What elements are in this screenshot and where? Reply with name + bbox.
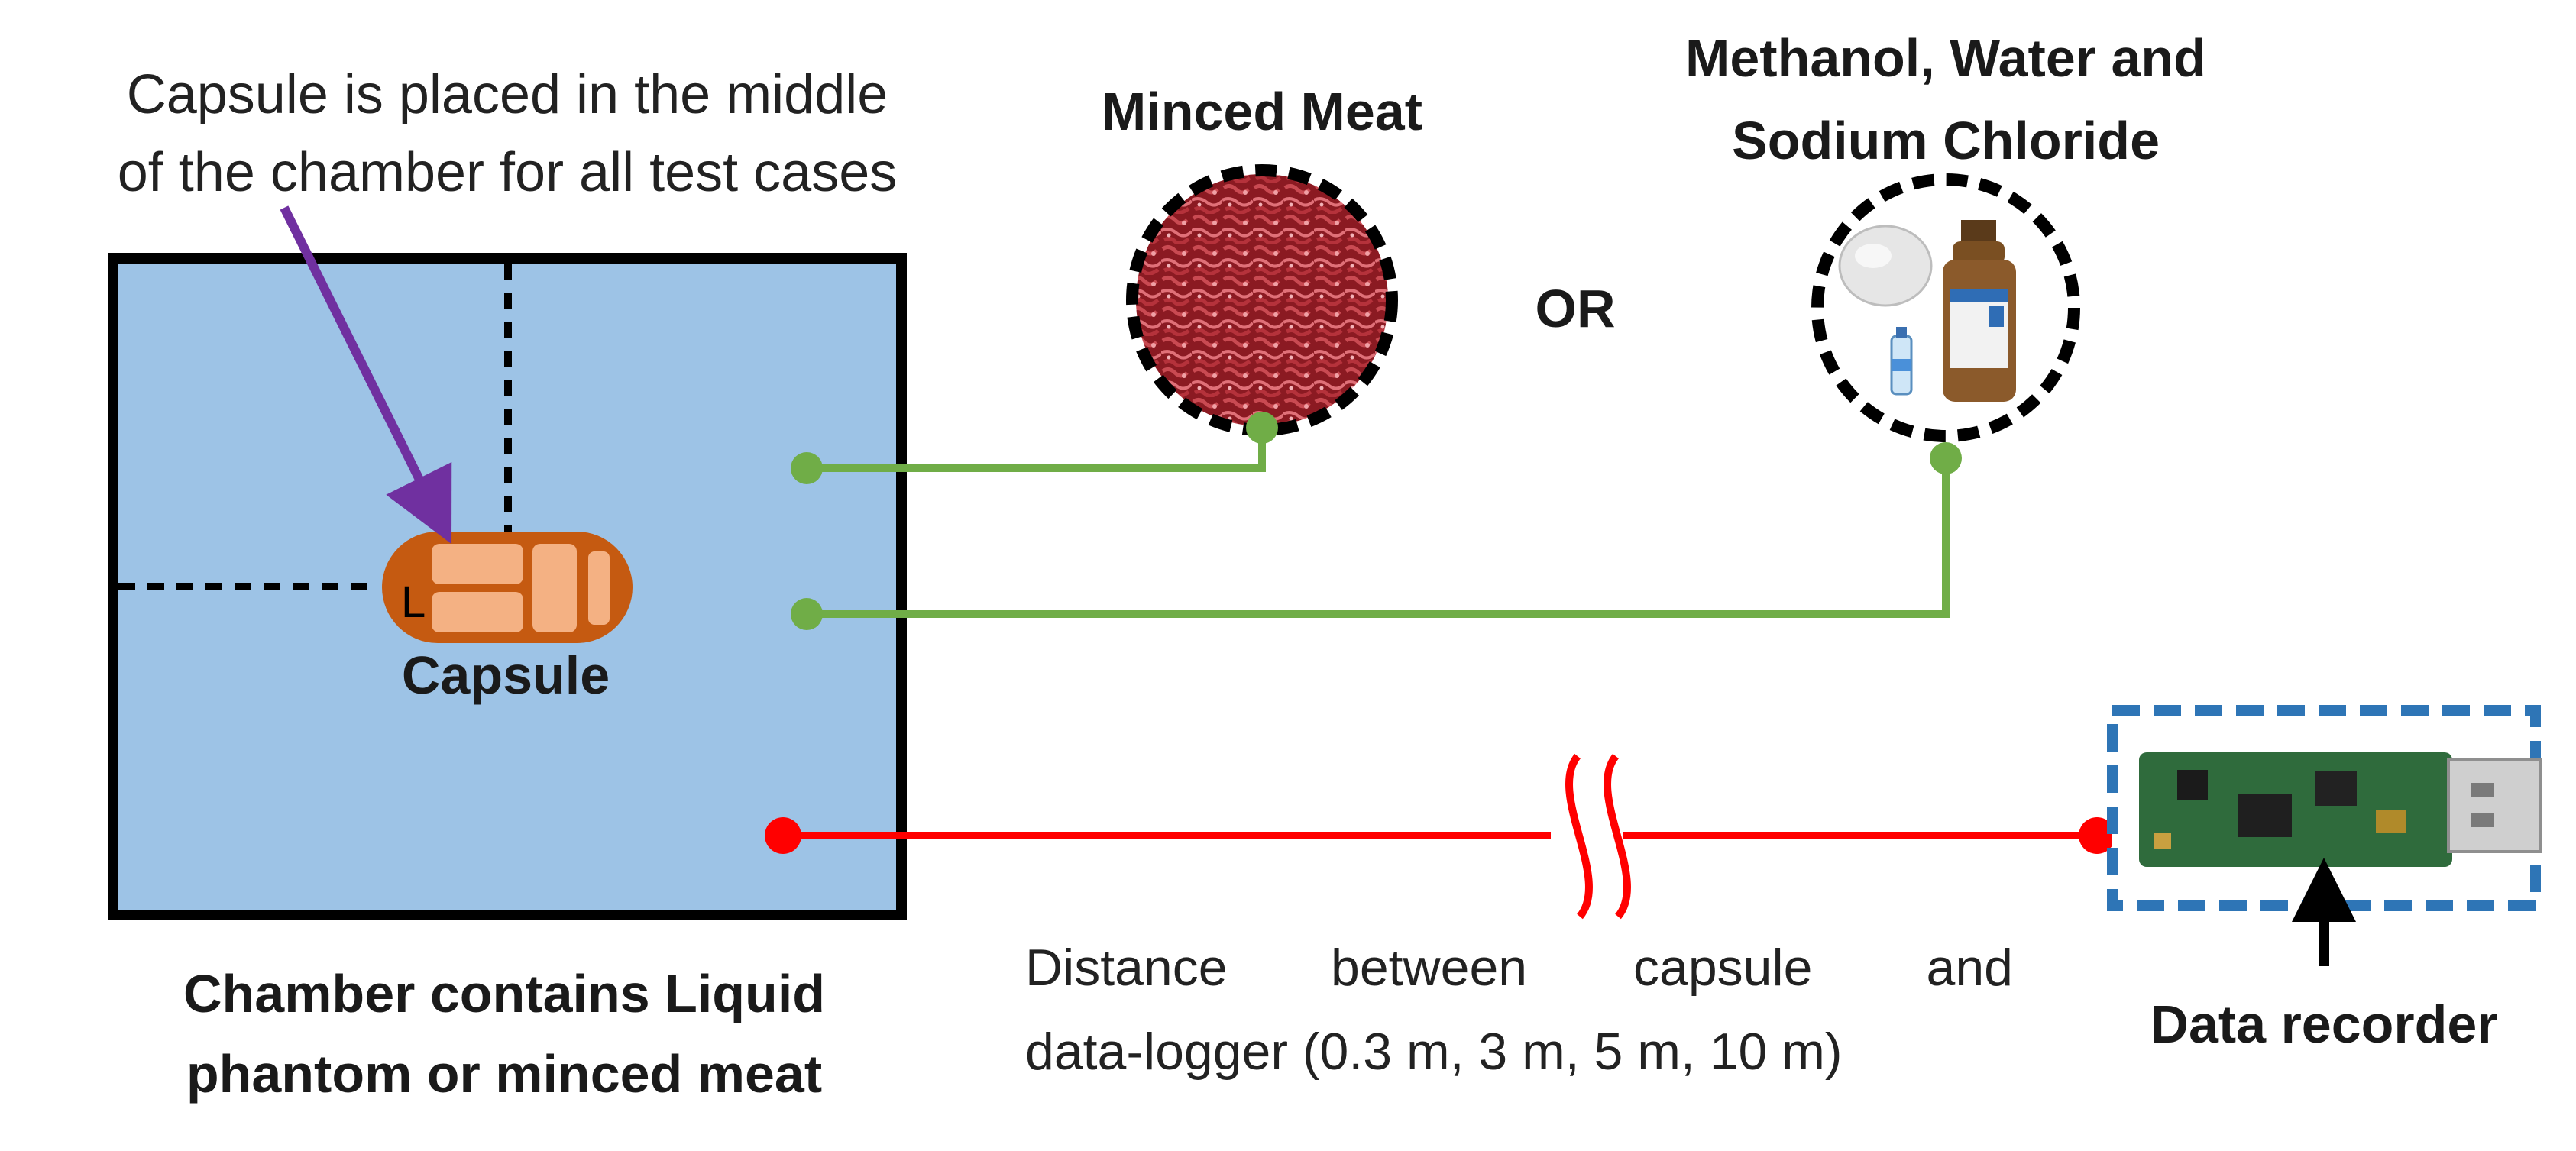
capsule: L: [382, 532, 633, 643]
phantom-connector: [807, 458, 1950, 618]
phantom-label-line2: Sodium Chloride: [1732, 111, 2160, 170]
phantom-ring: [1811, 173, 2080, 442]
capsule-cell: [532, 544, 577, 632]
data-recorder-image: [2139, 752, 2542, 867]
water-bottle-icon: [1890, 327, 1913, 396]
annotation-arrow: [280, 205, 452, 545]
distance-break-icon: [1565, 753, 1631, 920]
connector-dot: [791, 598, 823, 630]
capsule-cell: [432, 544, 523, 584]
methanol-bottle-icon: [1943, 220, 2016, 402]
capsule-dimension-letter: L: [401, 577, 426, 627]
connector-dot: [1246, 412, 1278, 444]
minced-meat-label: Minced Meat: [1102, 82, 1422, 141]
distance-label-word: between: [1331, 939, 1527, 997]
phantom-label-line1: Methanol, Water and: [1685, 28, 2206, 88]
connector-dot: [791, 452, 823, 484]
phantom-ingredients-image: [1822, 184, 2070, 432]
capsule-label: Capsule: [402, 645, 610, 705]
distance-label-word: Distance: [1025, 939, 1228, 997]
minced-meat-image: [1136, 174, 1388, 426]
capsule-cell: [432, 592, 523, 632]
connector-dot: [2079, 817, 2115, 854]
distance-label-line2: data-logger (0.3 m, 3 m, 5 m, 10 m): [1025, 1023, 1843, 1081]
annotation-line2: of the chamber for all test cases: [118, 142, 897, 203]
chamber-label-line2: phantom or minced meat: [186, 1044, 822, 1104]
connector-dot: [765, 817, 801, 854]
connector-dot: [1930, 442, 1962, 474]
capsule-cell: [588, 551, 610, 625]
chamber-label-line1: Chamber contains Liquid: [183, 964, 825, 1023]
distance-label-word: capsule: [1633, 939, 1812, 997]
salt-icon: [1838, 225, 1933, 307]
data-recorder-label: Data recorder: [2150, 994, 2497, 1054]
or-label: OR: [1536, 279, 1616, 338]
distance-label-word: and: [1927, 939, 2013, 997]
annotation-line1: Capsule is placed in the middle: [127, 64, 888, 125]
